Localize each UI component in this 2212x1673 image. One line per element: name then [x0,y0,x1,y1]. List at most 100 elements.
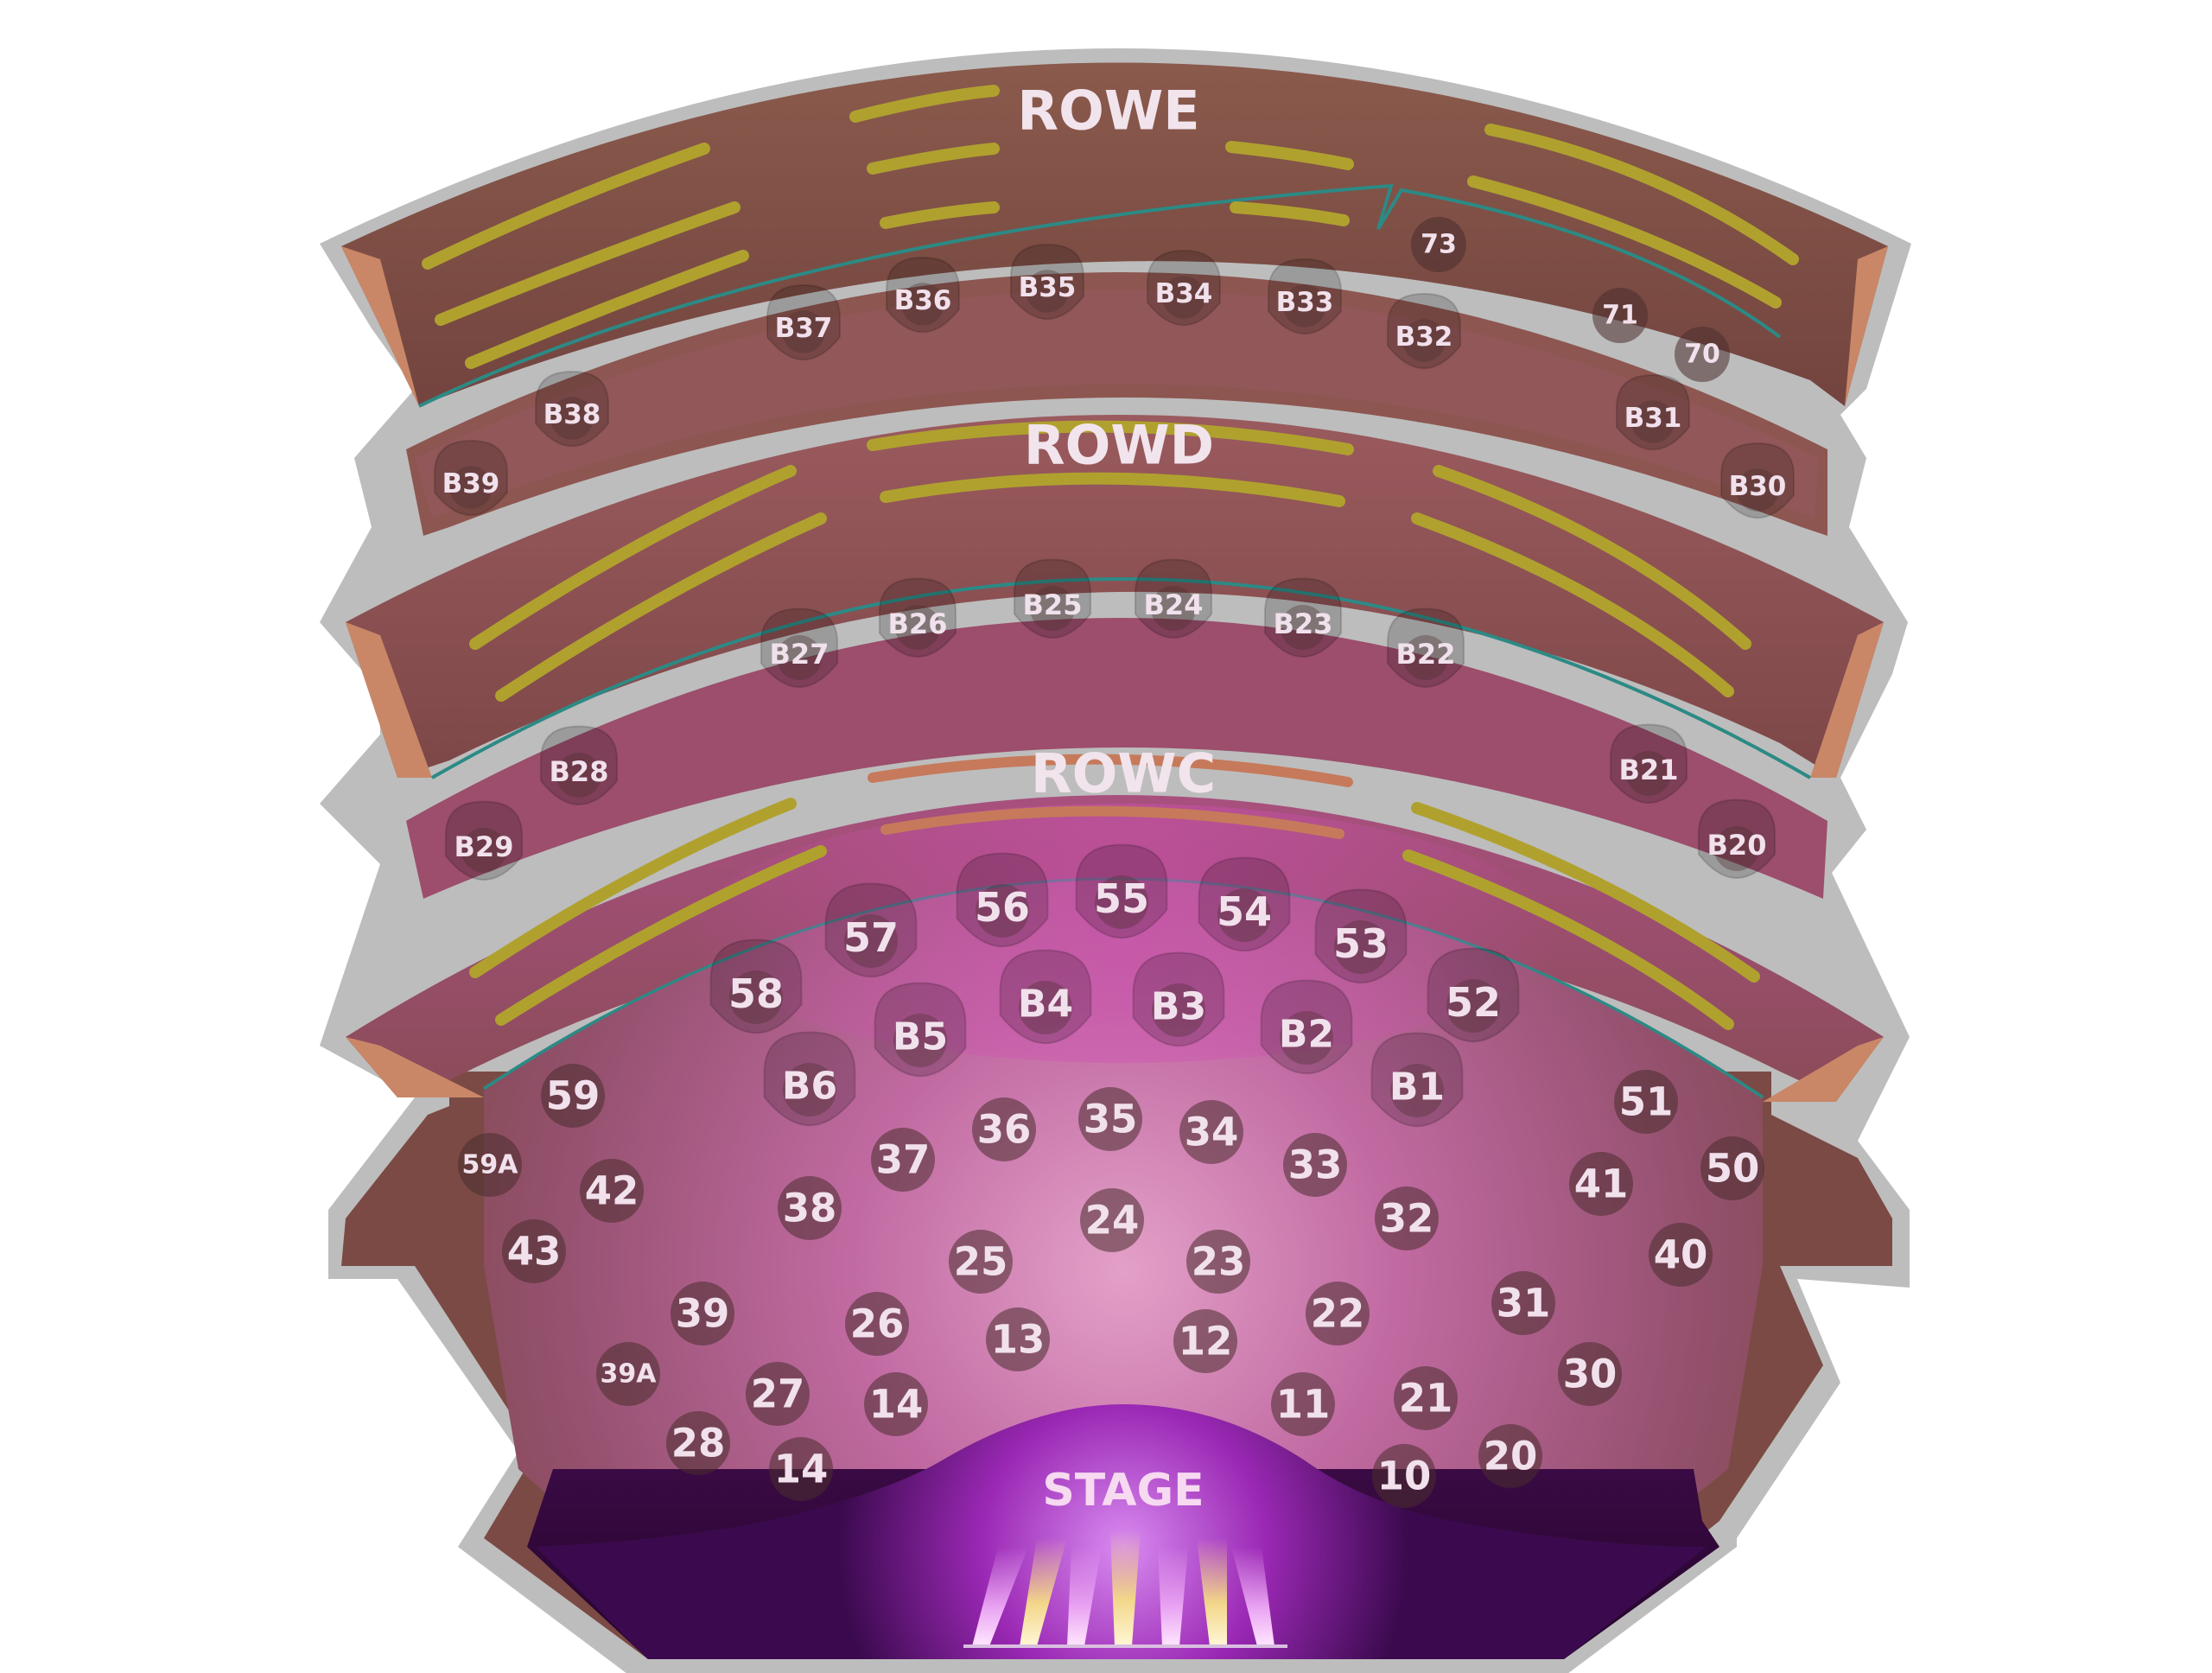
seat-13[interactable]: 13 [986,1307,1050,1371]
seat-b37[interactable]: B37 [766,283,841,361]
seat-20[interactable]: 20 [1478,1424,1542,1488]
seat-28[interactable]: 28 [666,1411,730,1475]
seat-b39[interactable]: B39 [434,439,508,517]
seat-23[interactable]: 23 [1186,1230,1250,1294]
tier-d-lower [406,618,1827,899]
seat-43[interactable]: 43 [502,1219,566,1283]
seat-b38[interactable]: B38 [535,370,609,448]
seat-25[interactable]: 25 [949,1230,1013,1294]
seat-label: 57 [843,914,899,961]
tier-e-copper-left [341,246,419,406]
seat-b35[interactable]: B35 [1010,243,1084,321]
seat-b5[interactable]: B5 [874,982,967,1078]
seat-b33[interactable]: B33 [1268,258,1342,335]
seat-33[interactable]: 33 [1283,1133,1347,1197]
seat-59a[interactable]: 59A [458,1133,522,1197]
seat-39[interactable]: 39 [671,1282,734,1345]
seat-label: 43 [507,1229,562,1275]
seat-label: 54 [1217,888,1272,935]
seat-label: 52 [1446,979,1501,1026]
seat-35[interactable]: 35 [1078,1087,1142,1151]
seat-label: 55 [1094,875,1149,922]
seat-b26[interactable]: B26 [878,577,957,658]
seat-73[interactable]: 73 [1411,217,1466,272]
seat-label: 26 [850,1301,905,1347]
seat-b3[interactable]: B3 [1132,951,1225,1047]
seat-57[interactable]: 57 [824,882,918,978]
seat-b30[interactable]: B30 [1720,442,1795,519]
seat-26[interactable]: 26 [845,1292,909,1356]
row-d-label: ROWD [1024,414,1214,477]
seat-label: B37 [775,313,833,344]
seat-30[interactable]: 30 [1558,1342,1622,1406]
seat-53[interactable]: 53 [1314,888,1408,984]
seat-b34[interactable]: B34 [1147,249,1221,327]
seat-27[interactable]: 27 [746,1362,810,1426]
seat-b2[interactable]: B2 [1260,979,1353,1075]
seat-b31[interactable]: B31 [1616,373,1690,451]
seat-b21[interactable]: B21 [1609,723,1688,805]
seat-12[interactable]: 12 [1173,1309,1237,1373]
seat-label: 37 [876,1137,931,1183]
seat-51[interactable]: 51 [1614,1070,1678,1134]
seat-b4[interactable]: B4 [999,949,1092,1045]
seat-b6[interactable]: B6 [763,1031,856,1127]
seat-50[interactable]: 50 [1700,1136,1764,1200]
tier-e-edge [418,183,1782,408]
seat-70[interactable]: 70 [1675,327,1730,382]
seat-b36[interactable]: B36 [886,256,960,334]
seat-b20[interactable]: B20 [1697,798,1777,880]
seat-42[interactable]: 42 [580,1159,644,1223]
seat-21[interactable]: 21 [1394,1366,1458,1430]
seat-14[interactable]: 14 [864,1372,928,1436]
seat-37[interactable]: 37 [871,1128,935,1192]
seat-b23[interactable]: B23 [1263,577,1343,658]
seat-56[interactable]: 56 [956,852,1049,948]
seat-11[interactable]: 11 [1271,1372,1335,1436]
seat-40[interactable]: 40 [1649,1223,1713,1287]
seat-label: 34 [1185,1110,1239,1155]
seat-24[interactable]: 24 [1080,1188,1144,1252]
seat-b29[interactable]: B29 [444,800,524,881]
seat-label: 73 [1421,230,1457,260]
seat-b32[interactable]: B32 [1387,292,1461,370]
rails [422,85,1799,1030]
seat-54[interactable]: 54 [1198,856,1291,952]
seat-label: 36 [977,1107,1032,1153]
seat-b24[interactable]: B24 [1134,558,1213,639]
seat-32[interactable]: 32 [1375,1186,1439,1250]
seat-label: 58 [728,970,784,1017]
seat-41[interactable]: 41 [1569,1152,1633,1216]
seat-52[interactable]: 52 [1427,947,1520,1043]
rails-copper [868,754,1353,839]
seat-b28[interactable]: B28 [539,725,619,806]
seat-38[interactable]: 38 [778,1176,842,1240]
seat-34[interactable]: 34 [1179,1100,1243,1164]
seat-label: B20 [1707,829,1767,862]
seat-10[interactable]: 10 [1372,1444,1436,1508]
seat-58[interactable]: 58 [709,938,803,1034]
stage-lights [963,1530,1287,1648]
row-e-label: ROWE [1017,80,1199,143]
seat-label: 59 [546,1073,601,1119]
seat-31[interactable]: 31 [1491,1271,1555,1335]
seat-55[interactable]: 55 [1075,843,1168,939]
seat-71[interactable]: 71 [1592,288,1648,343]
seat-36[interactable]: 36 [972,1097,1036,1161]
seat-b27[interactable]: B27 [760,607,839,689]
seat-label: 32 [1380,1196,1434,1242]
seat-label: 20 [1484,1434,1538,1479]
seat-b22[interactable]: B22 [1386,607,1465,689]
seat-22[interactable]: 22 [1306,1282,1370,1345]
seat-label: B21 [1619,754,1679,786]
seat-14[interactable]: 14 [769,1437,833,1501]
seat-b25[interactable]: B25 [1013,558,1092,639]
seat-b1[interactable]: B1 [1370,1032,1464,1128]
seat-59[interactable]: 59 [541,1064,605,1128]
seat-label: B26 [888,607,948,640]
seat-39a[interactable]: 39A [596,1342,660,1406]
seat-label: 35 [1084,1097,1138,1142]
seat-label: B36 [894,285,952,316]
